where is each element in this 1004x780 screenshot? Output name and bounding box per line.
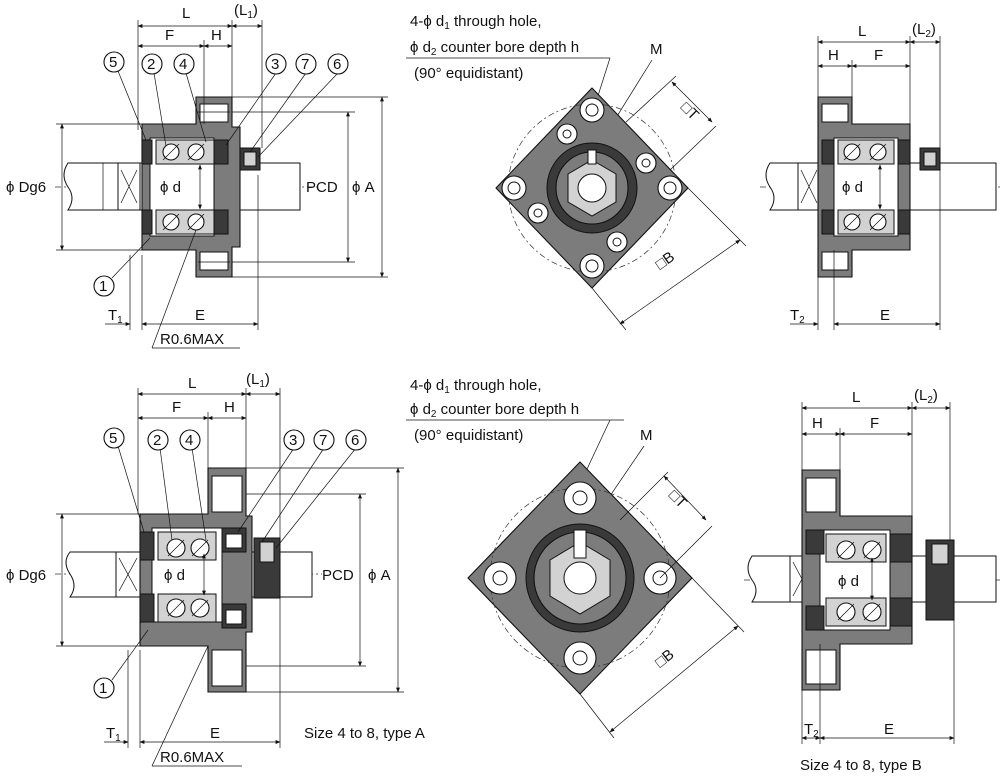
section-view-upper-left (55, 96, 320, 278)
note-line2-2: ϕ d2 counter bore depth h (410, 401, 579, 420)
dim-T2: T2 (790, 307, 805, 326)
dim-R-2: R0.6MAX (160, 749, 224, 766)
part-5-2: 5 (109, 430, 117, 447)
section-view-lower-right (744, 469, 1000, 691)
dim-L1-2: (L1) (246, 371, 270, 390)
dim-A-2: ϕ A (368, 567, 391, 584)
part-7: 7 (301, 56, 309, 73)
dim-d-b: ϕ d (842, 179, 863, 196)
part-3: 3 (271, 56, 279, 73)
labels-lower-right: L (L2) H F ϕ d T2 E Size 4 to 8, type B (800, 387, 938, 774)
note-line2: ϕ d2 counter bore depth h (410, 39, 579, 58)
note-line1-2: 4-ϕ d1 through hole, (410, 377, 542, 396)
label-T: □T (677, 99, 702, 124)
front-view-lower: 4-ϕ d1 through hole, ϕ d2 counter bore d… (406, 377, 745, 739)
dim-L-b: L (858, 23, 866, 40)
dim-E-b: E (880, 307, 890, 324)
label-T-2: □T (665, 487, 690, 512)
dim-F: F (165, 27, 174, 44)
labels-upper-right: L (L2) H F ϕ d T2 E (790, 21, 936, 326)
dim-E-2: E (210, 725, 220, 742)
part-balloons-upper-left: 5 2 4 3 7 6 1 (93, 51, 349, 297)
dim-L1: (L1) (234, 2, 258, 21)
part-3-2: 3 (289, 432, 297, 449)
dim-T1: 1T1 (108, 307, 123, 326)
note-line1: 4-ϕ d1 through hole, (410, 13, 542, 32)
dim-A: ϕ A (352, 179, 375, 196)
labels-lower-left: L (L1) F H ϕ Dg6 ϕ d PCD ϕ A T1 E R0.6MA… (6, 371, 425, 766)
dim-L2: (L2) (912, 21, 936, 40)
dim-L: L (182, 5, 190, 22)
caption-type-a: Size 4 to 8, type A (304, 725, 425, 742)
label-B-2: □B (652, 646, 678, 671)
dim-T1-2: T1 (106, 725, 121, 744)
part-1-2: 1 (99, 680, 107, 697)
dim-T2-2: T2 (804, 721, 819, 740)
part-2: 2 (147, 56, 155, 73)
dim-PCD: PCD (306, 179, 338, 196)
dim-Dg6-2: ϕ Dg6 (6, 567, 46, 584)
part-2-2: 2 (153, 432, 161, 449)
part-6: 6 (333, 56, 341, 73)
part-balloons-lower-left: 5 2 4 3 7 6 1 (93, 427, 367, 699)
dim-PCD-2: PCD (322, 567, 354, 584)
note-line3-2: (90° equidistant) (414, 427, 523, 444)
dim-E: E (195, 307, 205, 324)
label-M-2: M (640, 427, 653, 444)
part-1: 1 (99, 278, 107, 295)
dim-L2-2: (L2) (914, 387, 938, 406)
dim-E-b2: E (884, 721, 894, 738)
dim-L-2: L (188, 375, 196, 392)
front-view-upper: 4-ϕ d1 through hole, ϕ d2 counter bore d… (406, 13, 747, 331)
dim-d-b2: ϕ d (838, 573, 859, 590)
dimensions-lower-left (56, 388, 404, 767)
dim-F-b: F (874, 47, 883, 64)
dim-F-b2: F (870, 415, 879, 432)
section-view-lower-left (55, 467, 322, 693)
dim-H: H (211, 27, 222, 44)
note-line3: (90° equidistant) (414, 65, 523, 82)
part-4: 4 (179, 56, 187, 73)
dimensions-upper-left (56, 20, 388, 349)
label-B: □B (653, 248, 678, 273)
dim-H-b: H (828, 47, 839, 64)
part-7-2: 7 (319, 432, 327, 449)
labels-upper-left: L (L1) F H ϕ Dg6 ϕ d PCD ϕ A 1T1 E R0.6M… (6, 2, 375, 348)
part-6-2: 6 (351, 432, 359, 449)
dim-Dg6: ϕ Dg6 (6, 179, 46, 196)
dim-L-b2: L (852, 389, 860, 406)
dim-F-2: F (172, 399, 181, 416)
dim-R: R0.6MAX (160, 331, 224, 348)
caption-type-b: Size 4 to 8, type B (800, 757, 922, 774)
part-4-2: 4 (185, 432, 193, 449)
dim-H-2: H (224, 399, 235, 416)
dimensions-lower-right (801, 402, 955, 744)
dim-d: ϕ d (160, 179, 181, 196)
label-M: M (650, 41, 663, 58)
dim-d-2: ϕ d (164, 567, 185, 584)
part-5: 5 (109, 54, 117, 71)
dimensions-upper-right (790, 36, 941, 330)
dim-H-b2: H (812, 415, 823, 432)
